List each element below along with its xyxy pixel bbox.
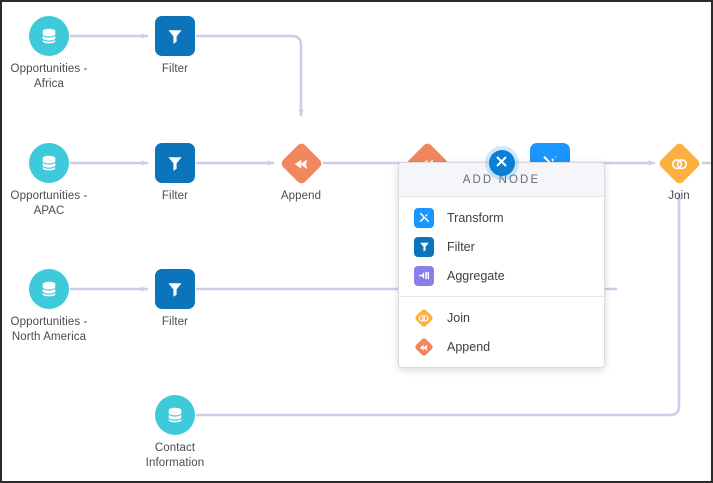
menu-item-label: Append: [447, 339, 491, 354]
node-label: Opportunities - North America: [10, 316, 88, 343]
node-label: Append: [280, 190, 322, 202]
menu-item-label: Aggregate: [447, 268, 505, 283]
database-icon: [29, 269, 69, 309]
node-filter-north-america[interactable]: Filter: [120, 269, 230, 330]
menu-item-filter[interactable]: Filter: [399, 232, 604, 261]
node-label: Filter: [161, 316, 189, 328]
node-label: Join: [668, 190, 690, 202]
join-icon: [414, 307, 434, 328]
node-shape[interactable]: [2, 269, 104, 309]
aggregate-icon: [414, 265, 434, 286]
append-icon: [414, 336, 434, 357]
node-shape[interactable]: [120, 395, 230, 435]
node-filter-apac[interactable]: Filter: [120, 143, 230, 204]
node-shape[interactable]: [2, 16, 104, 56]
database-icon: [29, 16, 69, 56]
edge-contact-to-join: [195, 193, 682, 417]
node-shape[interactable]: [120, 143, 230, 183]
node-contact-information[interactable]: Contact Information: [120, 395, 230, 471]
node-opportunities-north-america[interactable]: Opportunities - North America: [2, 269, 104, 345]
close-x-icon: [496, 154, 507, 172]
node-filter-africa[interactable]: Filter: [120, 16, 230, 77]
menu-item-transform[interactable]: Transform: [399, 203, 604, 232]
node-shape[interactable]: [624, 141, 711, 185]
menu-item-label: Join: [447, 310, 470, 325]
database-icon: [155, 395, 195, 435]
popup-group-nodes: Transform Filter: [399, 197, 604, 296]
add-node-popup[interactable]: ADD NODE Transform: [398, 150, 605, 368]
close-popup-button[interactable]: [488, 150, 515, 176]
funnel-icon: [155, 269, 195, 309]
funnel-icon: [414, 236, 434, 257]
menu-item-join[interactable]: Join: [399, 303, 604, 332]
menu-item-aggregate[interactable]: Aggregate: [399, 261, 604, 290]
node-append[interactable]: Append: [246, 141, 356, 204]
database-icon: [29, 143, 69, 183]
node-shape[interactable]: [120, 16, 230, 56]
join-icon: [657, 141, 701, 185]
menu-item-label: Filter: [447, 239, 475, 254]
transform-icon: [414, 207, 434, 228]
node-shape[interactable]: [120, 269, 230, 309]
edge-filter-africa-to-append: [195, 34, 304, 117]
node-label: Filter: [161, 190, 189, 202]
menu-item-label: Transform: [447, 210, 504, 225]
funnel-icon: [155, 143, 195, 183]
node-label: Filter: [161, 63, 189, 75]
node-label: Contact Information: [145, 442, 205, 469]
node-opportunities-africa[interactable]: Opportunities - Africa: [2, 16, 104, 92]
node-shape[interactable]: [2, 143, 104, 183]
node-opportunities-apac[interactable]: Opportunities - APAC: [2, 143, 104, 219]
node-join[interactable]: Join: [624, 141, 711, 204]
node-label: Opportunities - APAC: [10, 190, 88, 217]
funnel-icon: [155, 16, 195, 56]
menu-item-append[interactable]: Append: [399, 332, 604, 361]
popup-group-combine: Join Append: [399, 296, 604, 367]
append-icon: [279, 141, 323, 185]
node-shape[interactable]: [246, 141, 356, 185]
node-label: Opportunities - Africa: [10, 63, 88, 90]
